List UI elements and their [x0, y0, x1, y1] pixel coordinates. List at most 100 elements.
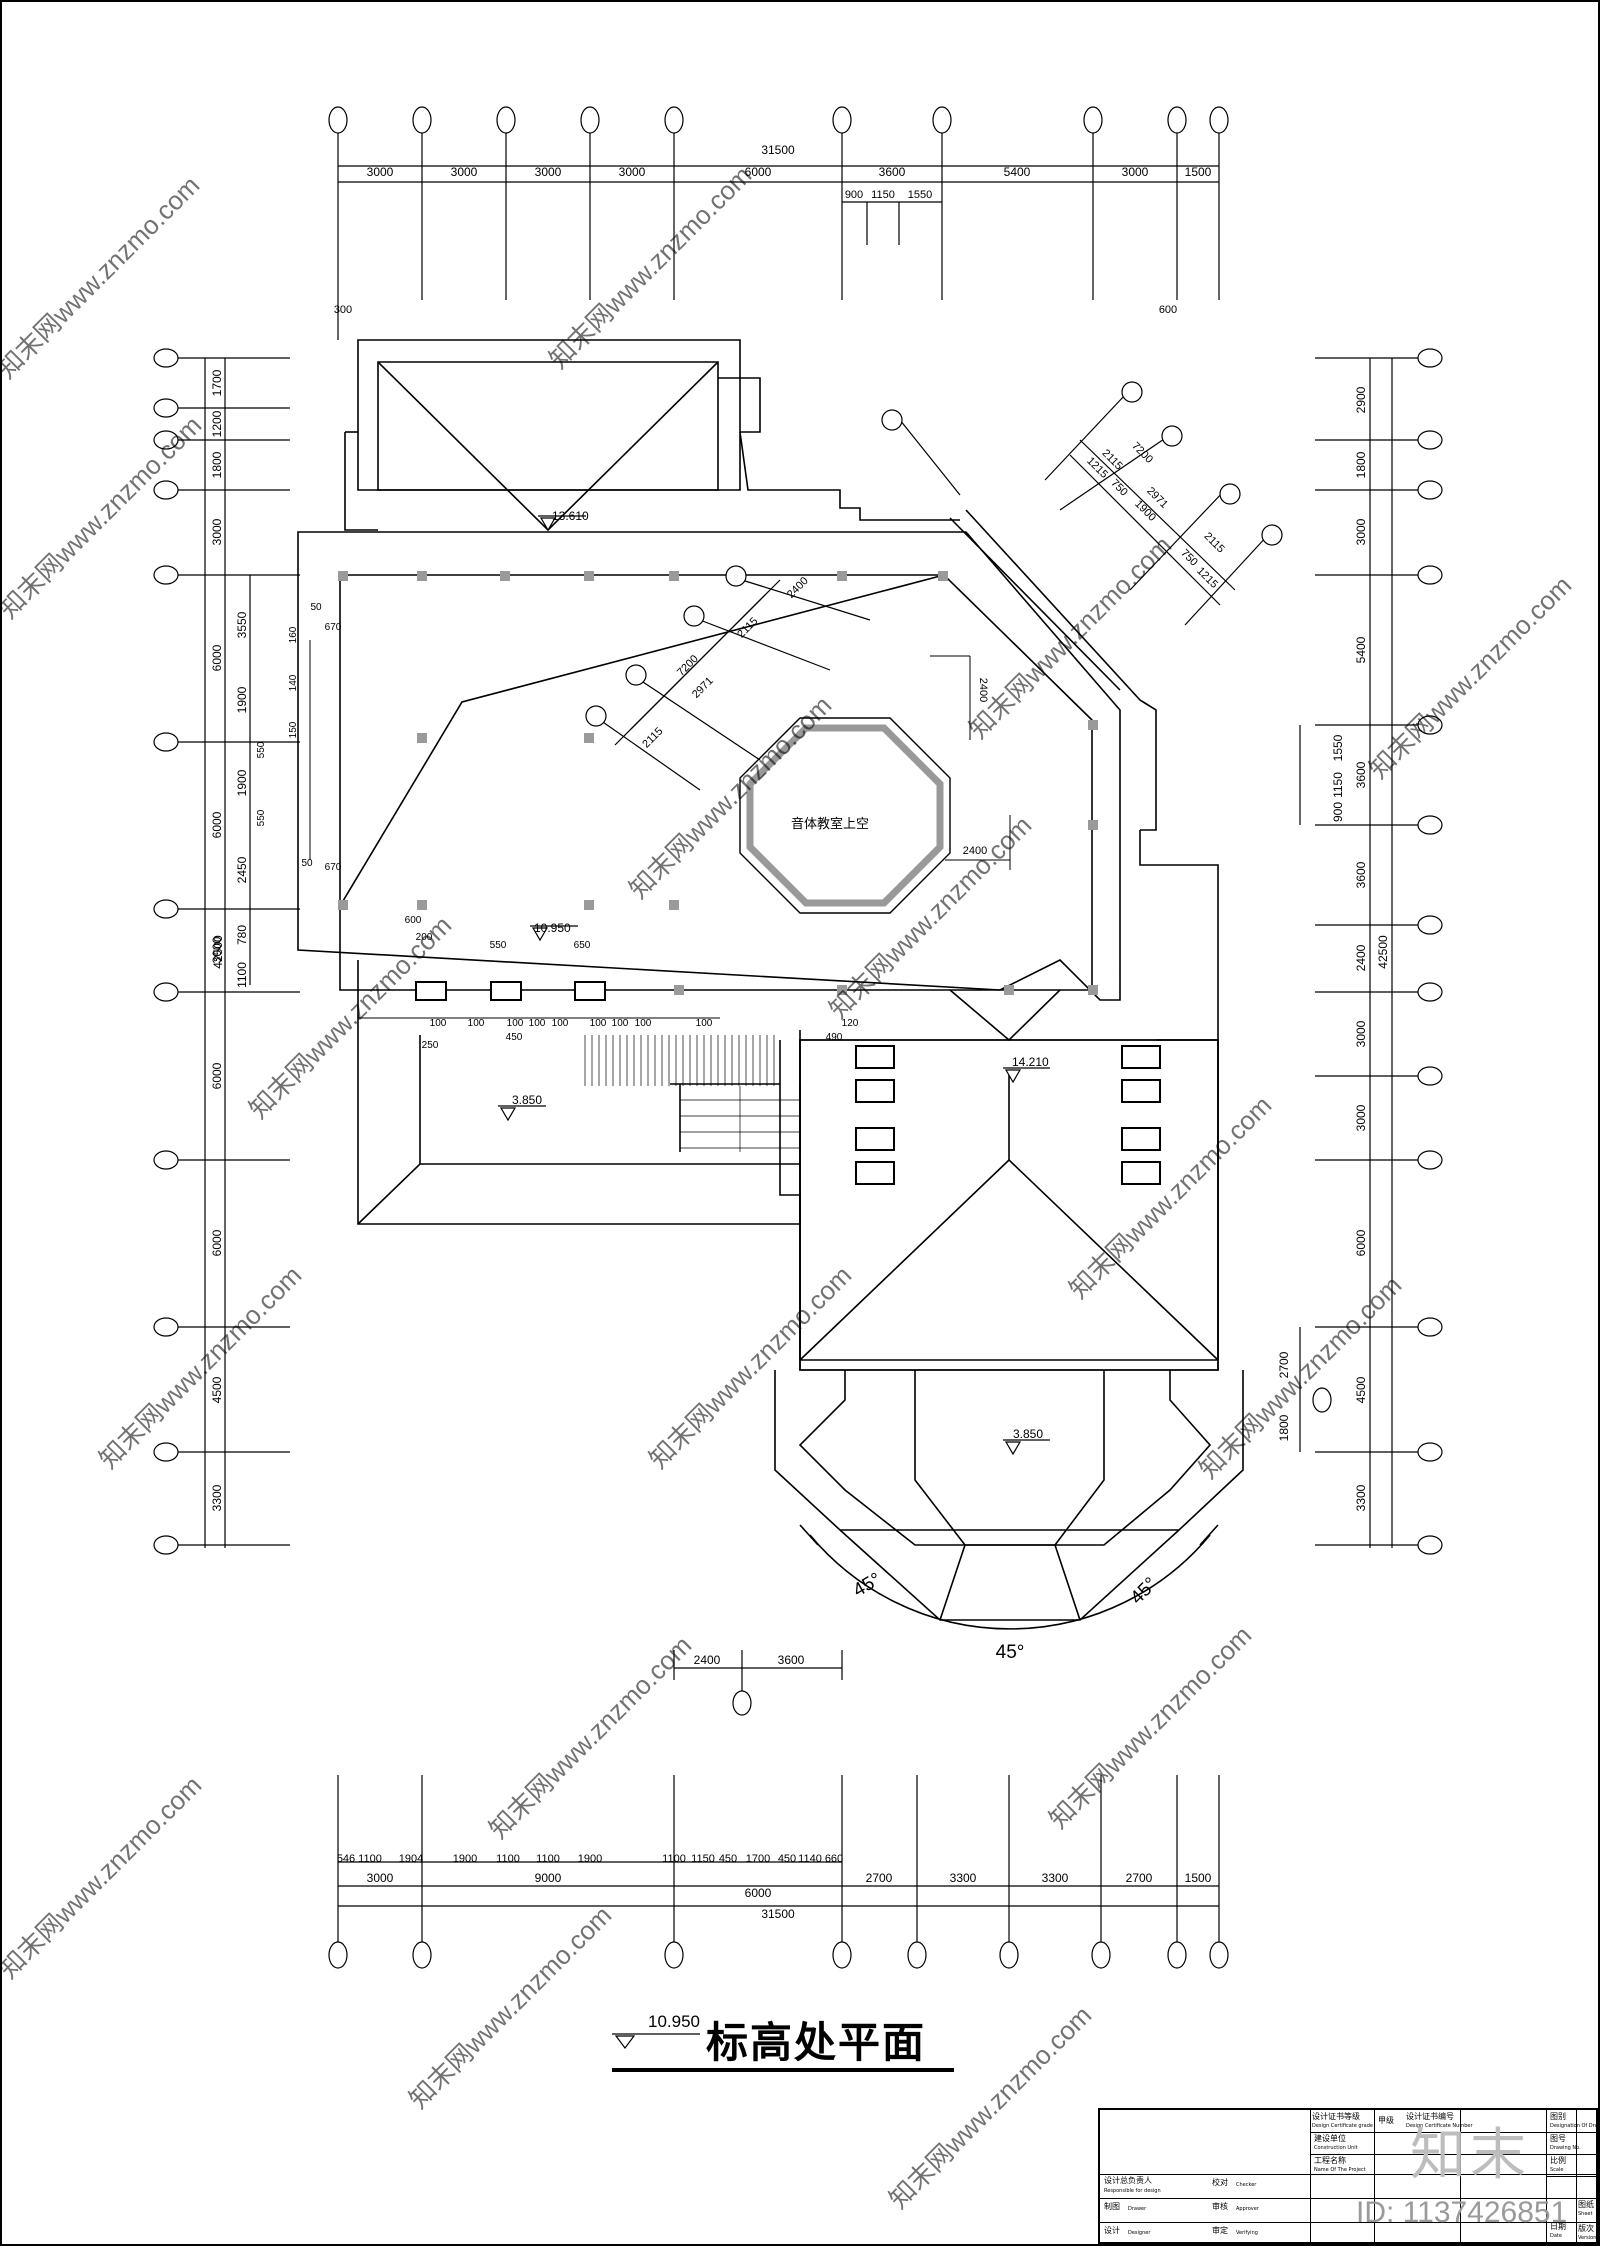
right-dim-9: 3000 — [1354, 1104, 1368, 1131]
angle-labels: 45° 45° 45° — [850, 1569, 1162, 1663]
detail-dim-4: 50 — [301, 858, 313, 869]
octagon-well — [739, 717, 951, 914]
tb-drawn-label: 制图 — [1104, 2202, 1120, 2211]
right-dimension-text: 42500 2900 1800 3000 5400 3600 3600 2400… — [1277, 386, 1390, 1511]
elevation-3850-left: 3.850 — [512, 1093, 542, 1107]
columns — [338, 571, 1098, 995]
watermark-13: 知末网www.znzmo.com — [483, 1630, 697, 1844]
detail-dim-18: 100 — [612, 1018, 629, 1029]
detail-dim-3: 50 — [310, 602, 322, 613]
bottom-sub-dim-8: 1100 — [662, 1853, 686, 1865]
top-dim-7: 5400 — [1004, 165, 1031, 179]
left-dim-4: 3000 — [210, 518, 224, 545]
plan-title-decor — [612, 2033, 954, 2072]
elevation-10950: 10.950 — [534, 921, 571, 935]
right-dim-3: 3000 — [1354, 518, 1368, 545]
diag-ur-dim-9: 1215 — [1194, 565, 1220, 591]
right-dim-10: 6000 — [1354, 1229, 1368, 1256]
detail-dim-7: 140 — [288, 674, 299, 691]
top-dim-5: 6000 — [745, 165, 772, 179]
detail-dim-26: 120 — [842, 1018, 859, 1029]
diag-ur-dim-1: 7200 — [1129, 440, 1155, 466]
diag-c-dim-3: 7200 — [675, 653, 701, 679]
top-dim-8: 3000 — [1122, 165, 1149, 179]
tb-review-en: Approver — [1236, 2206, 1259, 2212]
left-dimension-text: 42500 1700 1200 1800 3000 6000 6000 3000… — [210, 369, 249, 1511]
right-axis-bubbles — [1312, 348, 1443, 1555]
bottom-sub-dim-10: 450 — [719, 1853, 737, 1865]
detail-dim-13: 100 — [468, 1018, 485, 1029]
top-dim-6: 3600 — [879, 165, 906, 179]
top-sub-dim-3: 1550 — [908, 189, 932, 201]
top-dim-4: 3000 — [619, 165, 646, 179]
bottom-dim-1: 3000 — [367, 1871, 394, 1885]
detail-dim-23: 650 — [574, 940, 591, 951]
left-dim-3: 1800 — [210, 451, 224, 478]
diag-c-dim-4: 2971 — [690, 675, 716, 701]
bottom-sub-dim-7: 1900 — [578, 1853, 602, 1865]
bottom-dim-6: 2700 — [1126, 1871, 1153, 1885]
watermark-7: 知末网www.znzmo.com — [1063, 1090, 1277, 1304]
detail-dim-9: 550 — [256, 809, 267, 826]
tb-date-label: 日期 — [1550, 2222, 1566, 2231]
detail-dim-1: 670 — [325, 622, 342, 633]
bottom-overall-dim-2: 6000 — [745, 1886, 772, 1900]
elevation-3850-bottom: 3.850 — [1013, 1427, 1043, 1441]
plan-title: 标高处平面 — [706, 2018, 927, 2067]
left-axis-grid — [165, 357, 300, 1548]
bottom-dimension-text: 6000 31500 3000 9000 2700 3300 3300 2700… — [337, 1653, 1212, 1921]
left-dim-11: 3300 — [210, 1484, 224, 1511]
watermark-3: 知末网www.znzmo.com — [543, 160, 757, 374]
tb-version-en: Version — [1578, 2235, 1597, 2241]
tb-number-label: 图号 — [1550, 2134, 1566, 2143]
left-sub-dim-5: 780 — [235, 925, 249, 945]
watermark-9: 知末网www.znzmo.com — [643, 1260, 857, 1474]
diagonal-axes-center — [599, 419, 961, 791]
bottom-sub-dim-12: 450 — [778, 1853, 796, 1865]
elevation-14210: 14.210 — [1012, 1055, 1049, 1069]
diag-c-dim-5: 2115 — [640, 725, 665, 750]
watermark-17: 知末网www.znzmo.com — [1363, 570, 1577, 784]
bottom-sub-dim-1: 546 — [337, 1853, 355, 1865]
angle-label-center: 45° — [996, 1642, 1025, 1663]
detail-dim-lines — [297, 640, 720, 1019]
left-dim-7: 3000 — [210, 936, 224, 963]
octagon-dim-lines — [930, 655, 1011, 870]
tb-client-en: Construction Unit — [1314, 2145, 1358, 2151]
watermark-6: 知末网www.znzmo.com — [243, 910, 457, 1124]
detail-dim-10: 600 — [405, 915, 422, 926]
plan-title-level: 10.950 — [648, 2012, 700, 2031]
watermark-4: 知末网www.znzmo.com — [623, 690, 837, 904]
bottom-axis-grid — [337, 1650, 1220, 1945]
tb-client-label: 建设单位 — [1314, 2134, 1346, 2143]
tb-cert-no-en: Design Certificate Number — [1406, 2123, 1473, 2129]
top-dim-2: 3000 — [451, 165, 478, 179]
left-dim-2: 1200 — [210, 410, 224, 437]
bottom-sub-dim-5: 1100 — [496, 1853, 520, 1865]
stair-hatch — [584, 1035, 800, 1152]
right-sub-dim-1: 1550 — [1331, 734, 1345, 761]
right-dim-7: 2400 — [1354, 944, 1368, 971]
tb-project-label: 工程名称 — [1314, 2156, 1346, 2165]
diag-ur-dim-8: 750 — [1178, 547, 1199, 568]
bottom-sub-dim-3: 1904 — [399, 1853, 423, 1865]
left-overall-dim: 42500 — [211, 935, 225, 969]
right-dim-5: 3600 — [1354, 761, 1368, 788]
tb-version-label: 版次 — [1578, 2224, 1594, 2233]
detail-dim-11: 200 — [416, 932, 433, 943]
tb-review-label: 审核 — [1212, 2202, 1228, 2211]
bottom-dim-4: 3300 — [950, 1871, 977, 1885]
watermark-12: 知末网www.znzmo.com — [1043, 1620, 1257, 1834]
diagonal-axes-center-bubbles — [585, 409, 903, 727]
tb-designer-en: Designer — [1128, 2230, 1151, 2236]
right-axis-grid — [1299, 357, 1430, 1548]
top-offset-left: 300 — [334, 304, 352, 316]
right-sub-dim-2: 1150 — [1331, 772, 1345, 798]
detail-dim-20: 100 — [696, 1018, 713, 1029]
left-axis-bubbles — [153, 348, 179, 1555]
right-dim-4: 5400 — [1354, 636, 1368, 663]
tb-date-en: Date — [1550, 2233, 1562, 2239]
detail-dim-15: 100 — [529, 1018, 546, 1029]
top-axis-bubbles — [328, 106, 1229, 134]
